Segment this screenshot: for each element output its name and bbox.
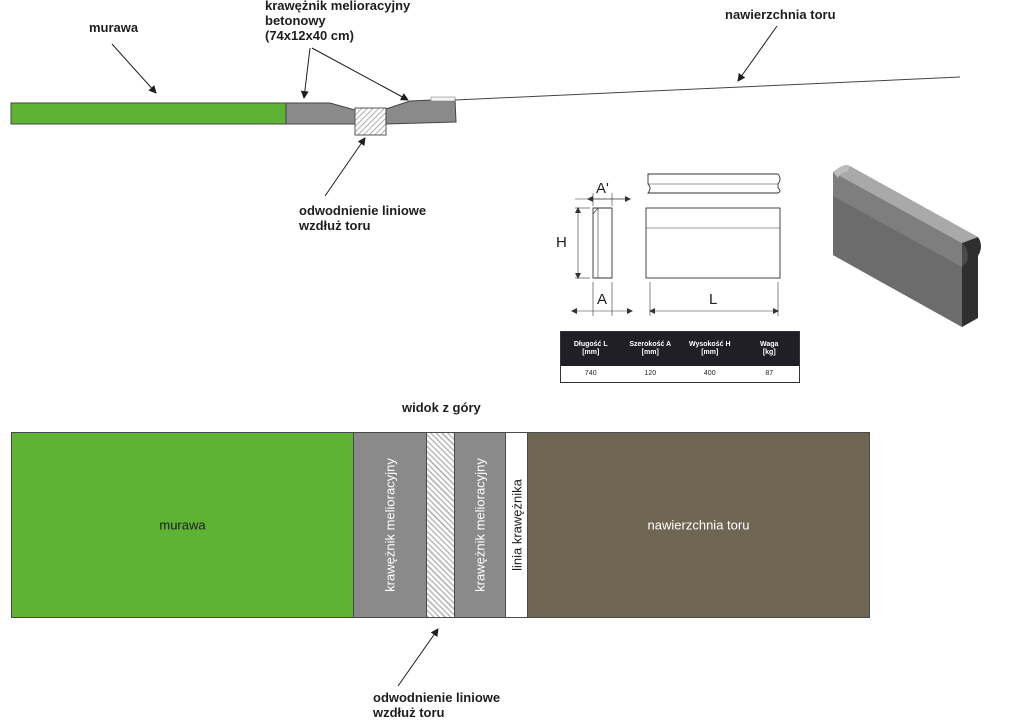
arrow-curb-right	[311, 47, 409, 101]
curb-technical-sketch	[571, 173, 781, 316]
dimension-l: L	[709, 291, 718, 308]
spec-table-header: Długość L [mm] Szerokość A [mm] Wysokość…	[561, 332, 799, 366]
curb-cap	[430, 96, 456, 102]
arrow-curb-left	[300, 47, 311, 99]
turf-section	[10, 102, 287, 125]
cross-section-track-label: nawierzchnia toru	[725, 7, 836, 22]
cross-section-turf-label: murawa	[89, 20, 139, 35]
dimension-a-prime: A'	[596, 180, 609, 197]
curb-3d-render	[833, 164, 981, 327]
top-view-curb-right: krawężnik melioracyjny	[454, 432, 506, 618]
top-view-turf-label: murawa	[159, 517, 206, 533]
curb-section-right	[385, 98, 457, 125]
spec-header-weight: Waga [kg]	[760, 341, 779, 356]
arrow-drain	[324, 137, 366, 197]
top-view-curb-left-label: krawężnik melioracyjny	[382, 458, 398, 592]
spec-table-row: 740 120 400 87	[561, 366, 799, 382]
cross-section-drain-label: odwodnienie liniowe wzdłuż toru	[299, 203, 427, 233]
spec-header-length: Długość L [mm]	[573, 341, 608, 356]
curb-section-left	[285, 102, 356, 125]
top-view-drain	[426, 432, 455, 618]
drain-section	[354, 107, 387, 136]
spec-value-height: 400	[703, 370, 716, 377]
arrow-turf	[111, 43, 157, 94]
dimension-a: A	[597, 291, 608, 308]
spec-header-width: Szerokość A [mm]	[629, 341, 672, 356]
top-view-track: nawierzchnia toru	[527, 432, 870, 618]
arrow-drain-top	[397, 628, 439, 687]
spec-value-width: 120	[644, 370, 657, 377]
top-view-curb-line-label: linia krawężnika	[509, 479, 524, 571]
top-view-title: widok z góry	[402, 400, 481, 415]
cross-section-curb-label: krawężnik melioracyjny betonowy (74x12x4…	[265, 0, 411, 43]
top-view-turf: murawa	[11, 432, 354, 618]
spec-table: Długość L [mm] Szerokość A [mm] Wysokość…	[560, 331, 800, 383]
top-view-curb-line: linia krawężnika	[505, 432, 528, 618]
top-view-curb-right-label: krawężnik melioracyjny	[472, 458, 488, 592]
arrow-track	[737, 25, 778, 82]
top-view-track-label: nawierzchnia toru	[647, 517, 750, 533]
dimension-h: H	[556, 234, 567, 251]
top-view-curb-left: krawężnik melioracyjny	[353, 432, 427, 618]
spec-value-weight: 87	[765, 370, 774, 377]
top-view-drain-label: odwodnienie liniowe wzdłuż toru	[373, 690, 501, 720]
track-surface-line	[454, 76, 961, 101]
spec-header-height: Wysokość H [mm]	[689, 341, 731, 356]
spec-value-length: 740	[584, 370, 597, 377]
